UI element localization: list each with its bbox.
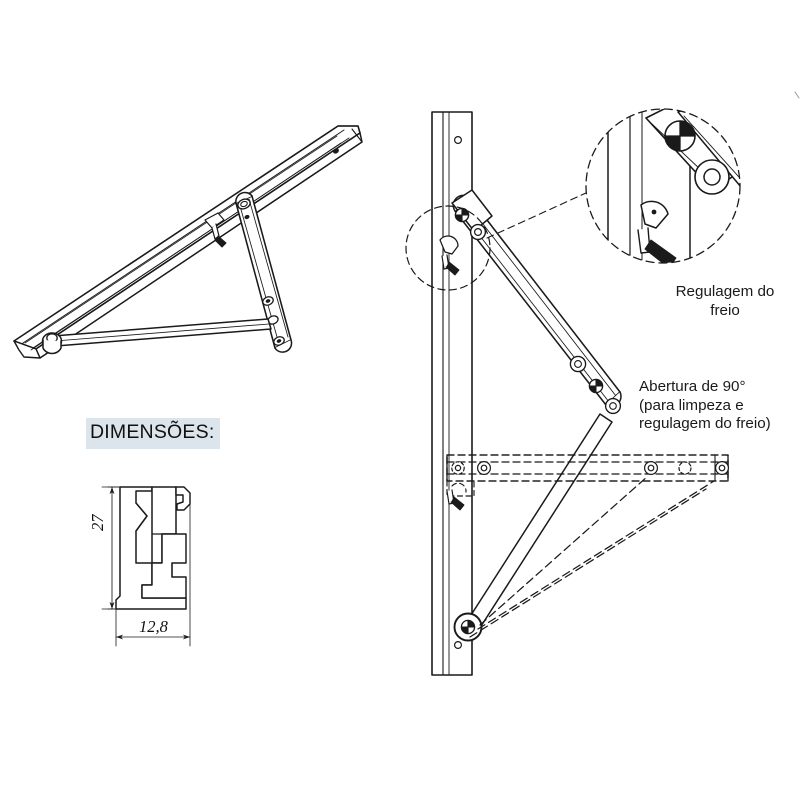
- view-profile-section: [101, 486, 191, 647]
- view-isometric-assembly: [13, 125, 363, 359]
- view-detail-enlargement: [405, 108, 741, 291]
- annotation-brake-adjustment: Regulagem do freio: [675, 283, 775, 319]
- dimensions-title: DIMENSÕES:: [86, 418, 221, 449]
- detail-boundary-circle: [585, 108, 741, 264]
- dimension-width-value: 12,8: [139, 617, 168, 636]
- annotation-opening-90: Abertura de 90° (para limpeza e regulage…: [639, 378, 771, 433]
- detail-leader-line: [486, 192, 587, 239]
- dimension-height-value: 27: [88, 514, 107, 532]
- edge-tick-mark: [794, 91, 800, 99]
- detail-indicator-circle: [405, 205, 491, 291]
